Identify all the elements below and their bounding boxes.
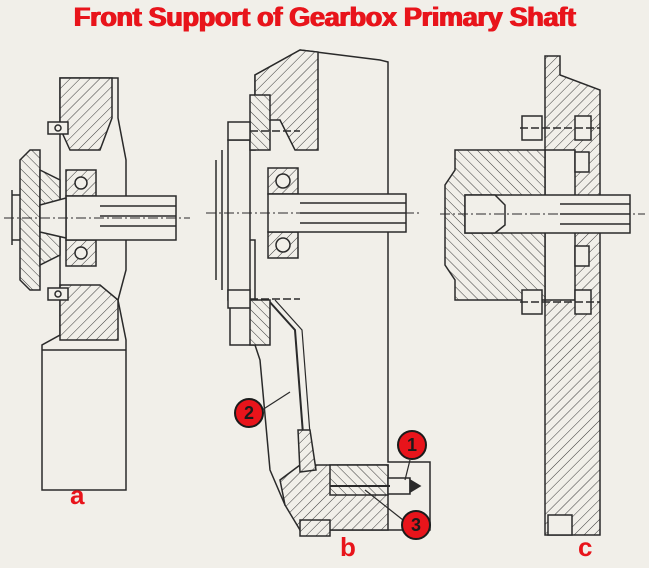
callout-3: 3 xyxy=(401,510,431,540)
callout-1: 1 xyxy=(397,430,427,460)
figure-a-housing-section-lower xyxy=(59,284,119,341)
figure-a-label: a xyxy=(70,480,85,510)
figure-a-flywheel xyxy=(19,149,41,291)
diagram-title: Front Support of Gearbox Primary Shaft xyxy=(73,2,576,32)
figure-a-housing xyxy=(41,77,127,491)
figure-b-drawing xyxy=(206,49,431,537)
figure-a-drawing xyxy=(4,77,190,491)
figure-b-label: b xyxy=(340,532,356,562)
figure-c-label: c xyxy=(578,532,593,562)
figure-b-drain-plug xyxy=(387,477,411,495)
figure-b-bearing-cover xyxy=(227,139,251,301)
figure-b-oil-channel xyxy=(267,299,306,461)
figure-a-housing-section-upper xyxy=(59,77,113,151)
callout-2: 2 xyxy=(234,398,264,428)
figure-c-drawing xyxy=(440,55,645,536)
